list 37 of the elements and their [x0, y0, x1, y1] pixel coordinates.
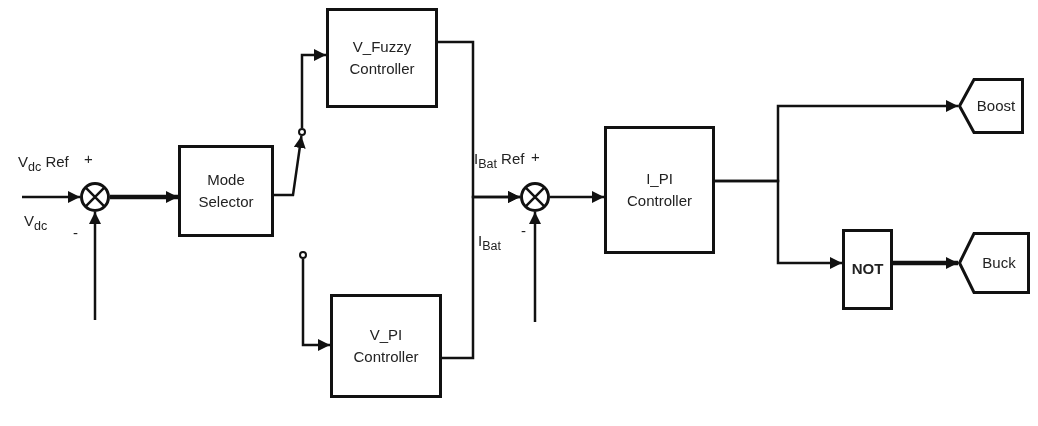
summing-junction [80, 182, 110, 212]
summing-junction [520, 182, 550, 212]
sign-label: - [73, 224, 78, 241]
signal-arrow [89, 212, 101, 320]
port-label: Boost [976, 95, 1016, 116]
signal-label: V$_{dc}$ [24, 212, 48, 233]
switch-contact [299, 251, 307, 259]
signal-arrow [301, 259, 330, 351]
signal-label: V$_{dc}$ Ref [18, 153, 69, 174]
signal-arrow [22, 191, 80, 203]
signal-label: I$_{Bat}$ [478, 232, 501, 253]
block-label: I_PI Controller [626, 168, 693, 211]
block-box [842, 229, 893, 310]
signal-arrow [715, 179, 842, 269]
sign-label: - [521, 222, 526, 239]
block-label: NOT [851, 259, 884, 280]
signal-arrow [550, 191, 604, 203]
sign-label: + [531, 148, 540, 165]
port-label: Buck [982, 252, 1016, 273]
signal-arrow [300, 49, 326, 128]
block-box [330, 294, 442, 398]
block-label: V_PI Controller [352, 324, 420, 367]
block-box [326, 8, 438, 108]
signal-arrow [110, 191, 178, 203]
output-port [958, 78, 1024, 134]
sign-label: + [84, 150, 93, 167]
signal-arrow [529, 212, 541, 322]
signal-arrow [442, 191, 520, 360]
signal-label: I$_{Bat}$ Ref [474, 150, 525, 171]
signal-arrow [274, 135, 306, 197]
block-box [604, 126, 715, 254]
switch-contact [298, 128, 306, 136]
block-label: V_Fuzzy Controller [348, 36, 416, 79]
block-label: Mode Selector [197, 169, 255, 212]
output-port [958, 232, 1030, 294]
signal-arrow [893, 257, 958, 269]
block-box [178, 145, 274, 237]
